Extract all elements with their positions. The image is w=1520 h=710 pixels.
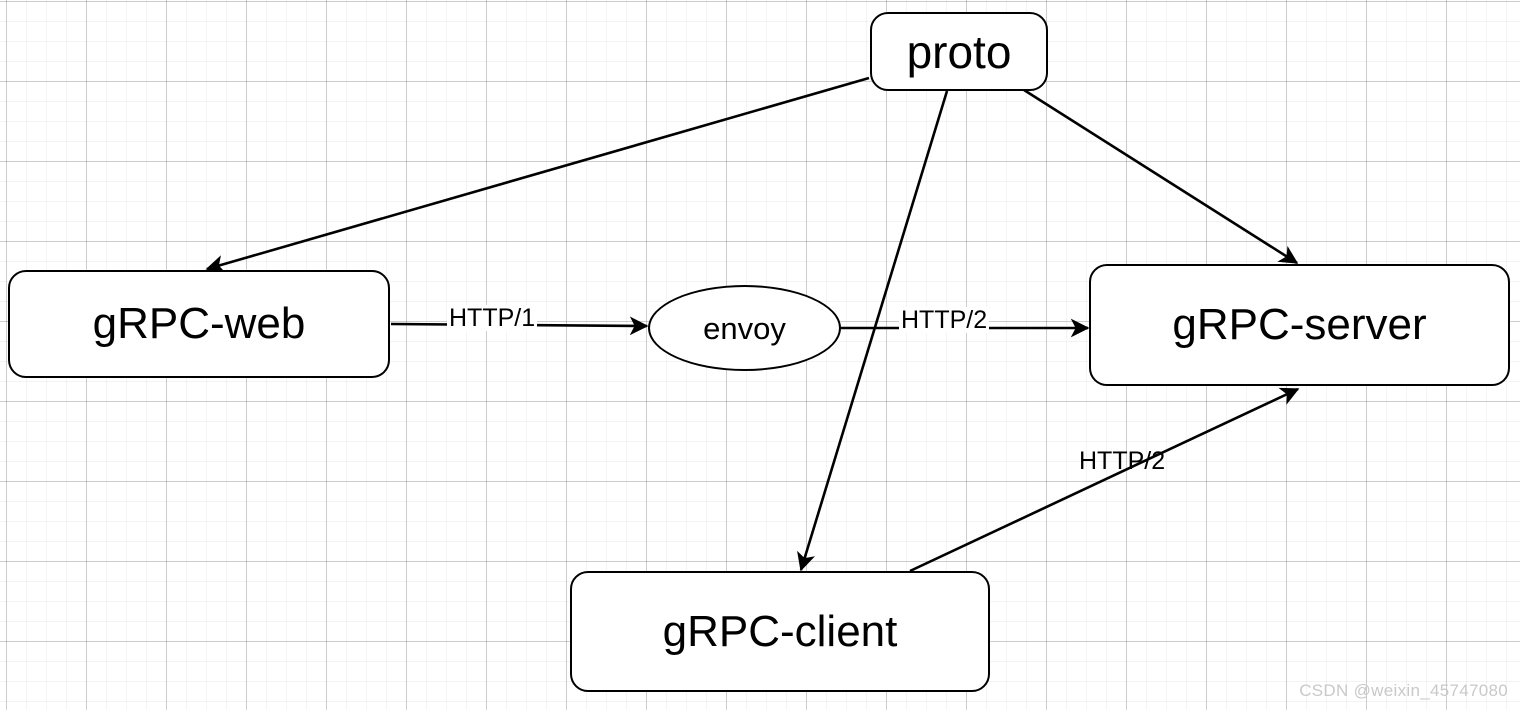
edge-proto-to-grpc-server — [1023, 88, 1299, 265]
node-proto[interactable]: proto — [870, 12, 1048, 91]
node-grpc-web[interactable]: gRPC-web — [8, 270, 390, 378]
edge-label-http2-client-server: HTTP/2 — [1079, 447, 1166, 475]
node-grpc-server[interactable]: gRPC-server — [1089, 264, 1510, 386]
edge-proto-to-grpc-web — [205, 76, 870, 274]
node-grpc-client[interactable]: gRPC-client — [570, 571, 990, 692]
node-envoy-label: envoy — [703, 310, 786, 346]
node-grpc-client-label: gRPC-client — [662, 606, 898, 656]
edge-label-http2-envoy-server: HTTP/2 — [899, 306, 990, 334]
node-grpc-web-label: gRPC-web — [92, 299, 306, 348]
watermark: CSDN @weixin_45747080 — [1299, 681, 1508, 700]
node-proto-label: proto — [906, 25, 1012, 78]
node-grpc-server-label: gRPC-server — [1172, 300, 1427, 349]
edge-grpc-client-to-grpc-server — [909, 387, 1300, 573]
node-envoy[interactable]: envoy — [648, 285, 841, 371]
edge-label-http1: HTTP/1 — [447, 304, 538, 332]
